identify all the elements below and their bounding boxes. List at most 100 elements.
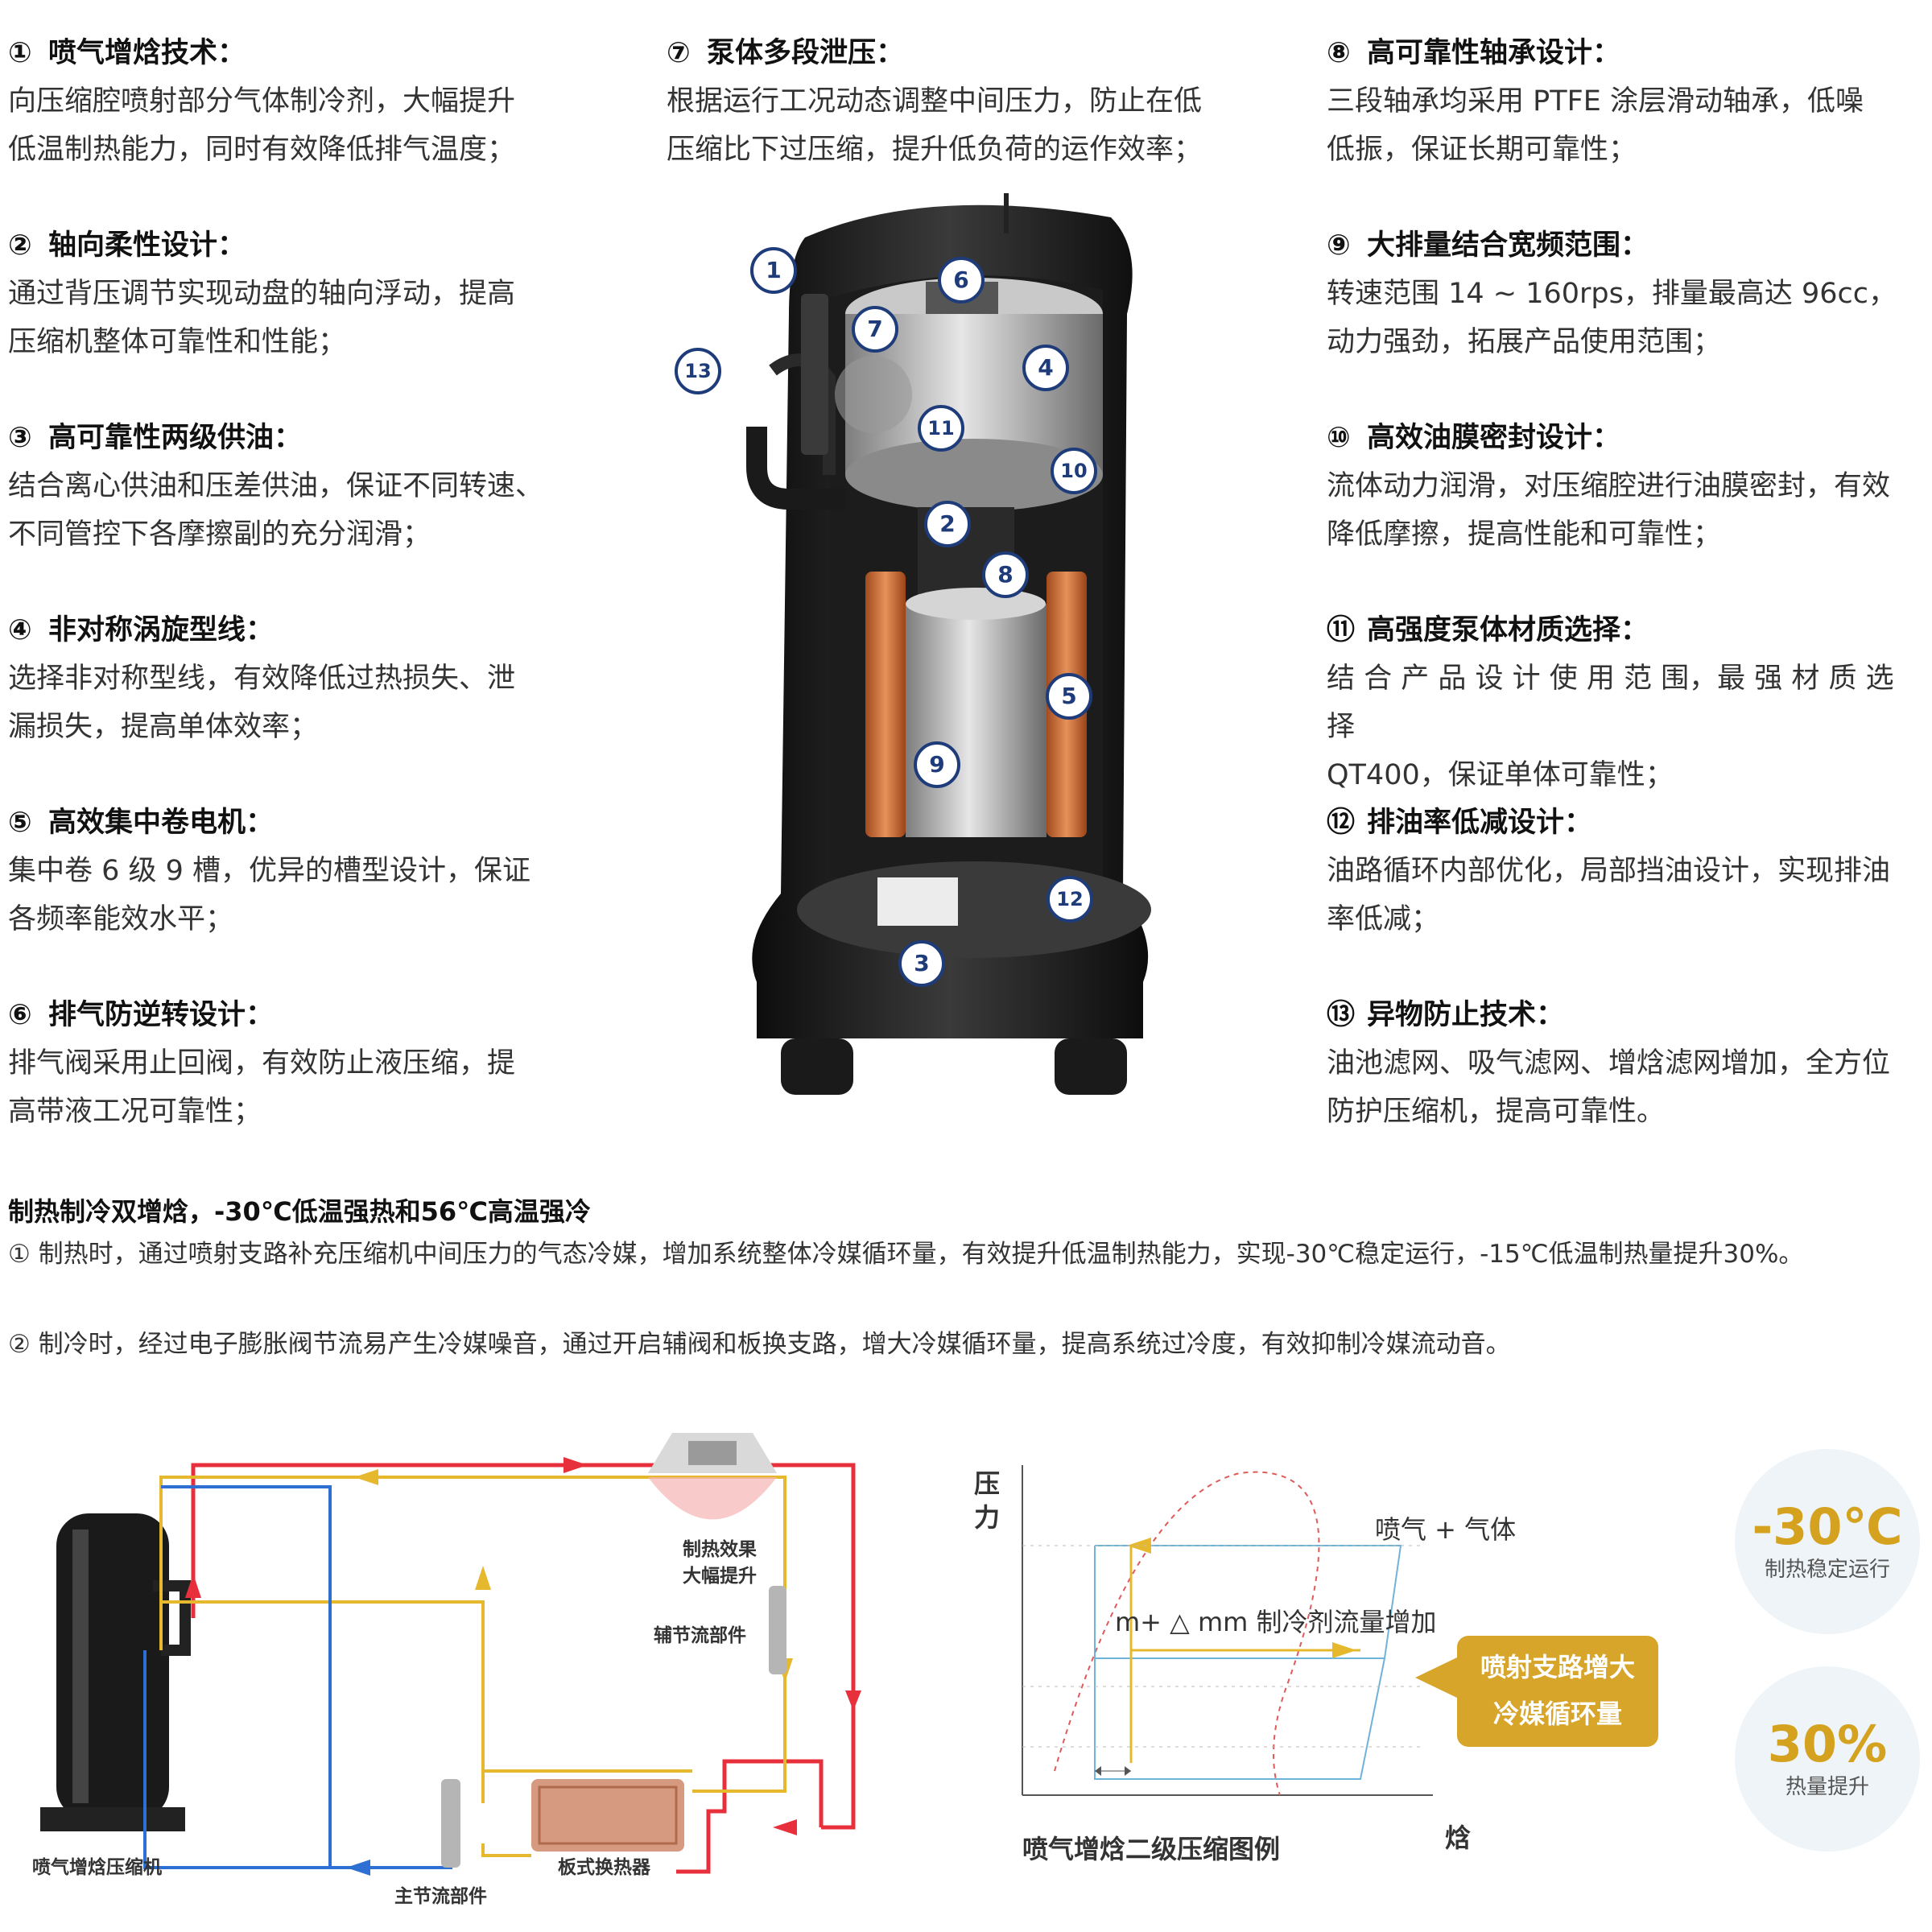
feature-desc: 三段轴承均采用 PTFE 涂层滑动轴承，低噪 [1327, 85, 1864, 118]
label-heating-effect-1: 制热效果 [683, 1539, 757, 1560]
label-plate-hx: 板式换热器 [558, 1857, 650, 1878]
feature-desc: 率低减； [1327, 903, 1440, 935]
feature-desc: 漏损失，提高单体效率； [8, 711, 319, 743]
feature-desc: 降低摩擦，提高性能和可靠性； [1327, 518, 1722, 551]
note-cooling: ② 制冷时，经过电子膨胀阀节流易产生冷媒噪音，通过开启辅阀和板换支路，增大冷媒循… [8, 1330, 1511, 1359]
feature-desc: 集中卷 6 级 9 槽，优异的槽型设计，保证 [8, 855, 531, 887]
marker-6: 6 [938, 257, 985, 303]
feature-desc: 动力强劲，拓展产品使用范围； [1327, 326, 1722, 358]
feature-desc: 排气阀采用止回阀，有效防止液压缩，提 [8, 1047, 516, 1080]
marker-1: 1 [750, 247, 797, 294]
badge-30percent: 30% 热量提升 [1735, 1666, 1920, 1852]
badge-value: -30℃ [1752, 1497, 1903, 1556]
feature-13: ⑬ 异物防止技术： 油池滤网、吸气滤网、增焓滤网增加，全方位 防护压缩机，提高可靠… [1327, 991, 1930, 1136]
feature-title: 高效集中卷电机： [48, 807, 275, 839]
callout-jet-branch: 喷射支路增大 冷媒循环量 [1415, 1636, 1658, 1747]
feature-title: 非对称涡旋型线： [48, 614, 275, 646]
feature-number: ② [8, 229, 32, 262]
feature-number: ⑪ [1327, 614, 1356, 646]
badge-value: 30% [1767, 1715, 1888, 1773]
marker-4: 4 [1022, 345, 1069, 391]
feature-desc: 流体动力润滑，对压缩腔进行油膜密封，有效 [1327, 470, 1891, 502]
marker-2: 2 [924, 501, 971, 547]
marker-13: 13 [675, 348, 721, 394]
compressor-cutaway-illustration [746, 193, 1151, 1095]
section-title: 制热制冷双增焓，-30℃低温强热和56℃高温强冷 [8, 1196, 591, 1227]
marker-10: 10 [1051, 448, 1097, 494]
feature-desc: 转速范围 14 ~ 160rps，排量最高达 96cc， [1327, 278, 1897, 310]
feature-number: ④ [8, 614, 32, 646]
feature-desc: 压缩比下过压缩，提升低负荷的运作效率； [667, 134, 1203, 166]
feature-12: ⑫ 排油率低减设计： 油路循环内部优化，局部挡油设计，实现排油 率低减； [1327, 799, 1930, 943]
marker-8: 8 [982, 551, 1029, 598]
feature-desc: 结 合 产 品 设 计 使 用 范 围，最 强 材 质 选 择 [1327, 663, 1894, 743]
feature-number: ⑦ [667, 37, 691, 69]
feature-number: ⑧ [1327, 37, 1351, 69]
feature-desc: 高带液工况可靠性； [8, 1096, 262, 1128]
feature-desc: 油路循环内部优化，局部挡油设计，实现排油 [1327, 855, 1891, 887]
feature-title: 轴向柔性设计： [48, 229, 246, 262]
feature-desc: 结合离心供油和压差供油，保证不同转速、 [8, 470, 544, 502]
feature-desc: 向压缩腔喷射部分气体制冷剂，大幅提升 [8, 85, 516, 118]
feature-number: ③ [8, 422, 32, 454]
feature-title: 高可靠性两级供油： [48, 422, 303, 454]
feature-desc: 防护压缩机，提高可靠性。 [1327, 1096, 1666, 1128]
feature-desc: 选择非对称型线，有效降低过热损失、泄 [8, 663, 516, 695]
feature-desc: 根据运行工况动态调整中间压力，防止在低 [667, 85, 1203, 118]
feature-number: ⑨ [1327, 229, 1351, 262]
feature-title: 泵体多段泄压： [707, 37, 905, 69]
label-compressor: 喷气增焓压缩机 [32, 1857, 162, 1878]
marker-7: 7 [852, 306, 898, 353]
feature-number: ⑫ [1327, 807, 1356, 839]
feature-title: 喷气增焓技术： [48, 37, 246, 69]
feature-desc: 通过背压调节实现动盘的轴向浮动，提高 [8, 278, 516, 310]
label-main-valve: 主节流部件 [394, 1886, 487, 1907]
feature-7: ⑦ 泵体多段泄压： 根据运行工况动态调整中间压力，防止在低 压缩比下过压缩，提升低… [667, 29, 1278, 174]
callout-line-2: 冷媒循环量 [1492, 1699, 1622, 1729]
ph-caption: 喷气增焓二级压缩图例 [1022, 1834, 1281, 1864]
label-heating-effect-2: 大幅提升 [683, 1566, 757, 1587]
badge-minus30: -30℃ 制热稳定运行 [1735, 1449, 1920, 1634]
label-aux-valve: 辅节流部件 [654, 1625, 746, 1646]
ph-label-jet-gas: 喷气 + 气体 [1375, 1514, 1517, 1545]
feature-number: ⑬ [1327, 999, 1356, 1031]
marker-12: 12 [1046, 876, 1093, 923]
marker-3: 3 [898, 940, 945, 987]
feature-number: ① [8, 37, 32, 69]
ph-ylabel: 压力 [974, 1468, 1001, 1533]
feature-title: 大排量结合宽频范围： [1367, 229, 1649, 262]
feature-2: ② 轴向柔性设计： 通过背压调节实现动盘的轴向浮动，提高 压缩机整体可靠性和性能； [8, 221, 620, 366]
ph-xlabel: 焓 [1445, 1823, 1472, 1853]
badge-caption: 热量提升 [1785, 1775, 1869, 1799]
marker-9: 9 [914, 741, 960, 788]
feature-desc: 不同管控下各摩擦副的充分润滑； [8, 518, 431, 551]
feature-desc: 压缩机整体可靠性和性能； [8, 326, 347, 358]
marker-11: 11 [918, 405, 964, 452]
feature-4: ④ 非对称涡旋型线： 选择非对称型线，有效降低过热损失、泄 漏损失，提高单体效率； [8, 606, 620, 751]
feature-desc: 油池滤网、吸气滤网、增焓滤网增加，全方位 [1327, 1047, 1891, 1080]
feature-desc: QT400，保证单体可靠性； [1327, 759, 1674, 791]
feature-11: ⑪ 高强度泵体材质选择： 结 合 产 品 设 计 使 用 范 围，最 强 材 质 … [1327, 606, 1930, 799]
feature-number: ⑤ [8, 807, 32, 839]
feature-title: 高效油膜密封设计： [1367, 422, 1621, 454]
ph-diagram [1022, 1465, 1433, 1796]
feature-1: ① 喷气增焓技术： 向压缩腔喷射部分气体制冷剂，大幅提升 低温制热能力，同时有效降… [8, 29, 620, 174]
feature-title: 排气防逆转设计： [48, 999, 275, 1031]
feature-desc: 低温制热能力，同时有效降低排气温度； [8, 134, 516, 166]
feature-title: 高强度泵体材质选择： [1367, 614, 1649, 646]
feature-desc: 低振，保证长期可靠性； [1327, 134, 1637, 166]
feature-number: ⑩ [1327, 422, 1351, 454]
feature-9: ⑨ 大排量结合宽频范围： 转速范围 14 ~ 160rps，排量最高达 96cc，… [1327, 221, 1930, 366]
feature-title: 排油率低减设计： [1367, 807, 1593, 839]
note-heating: ① 制热时，通过喷射支路补充压缩机中间压力的气态冷媒，增加系统整体冷媒循环量，有… [8, 1240, 1804, 1269]
callout-line-1: 喷射支路增大 [1480, 1652, 1635, 1682]
feature-10: ⑩ 高效油膜密封设计： 流体动力润滑，对压缩腔进行油膜密封，有效 降低摩擦，提高性… [1327, 414, 1930, 559]
refrigerant-flow-diagram [40, 1433, 861, 1876]
marker-5: 5 [1046, 673, 1092, 720]
feature-title: 异物防止技术： [1367, 999, 1565, 1031]
badge-caption: 制热稳定运行 [1764, 1558, 1890, 1582]
feature-3: ③ 高可靠性两级供油： 结合离心供油和压差供油，保证不同转速、 不同管控下各摩擦副… [8, 414, 620, 559]
